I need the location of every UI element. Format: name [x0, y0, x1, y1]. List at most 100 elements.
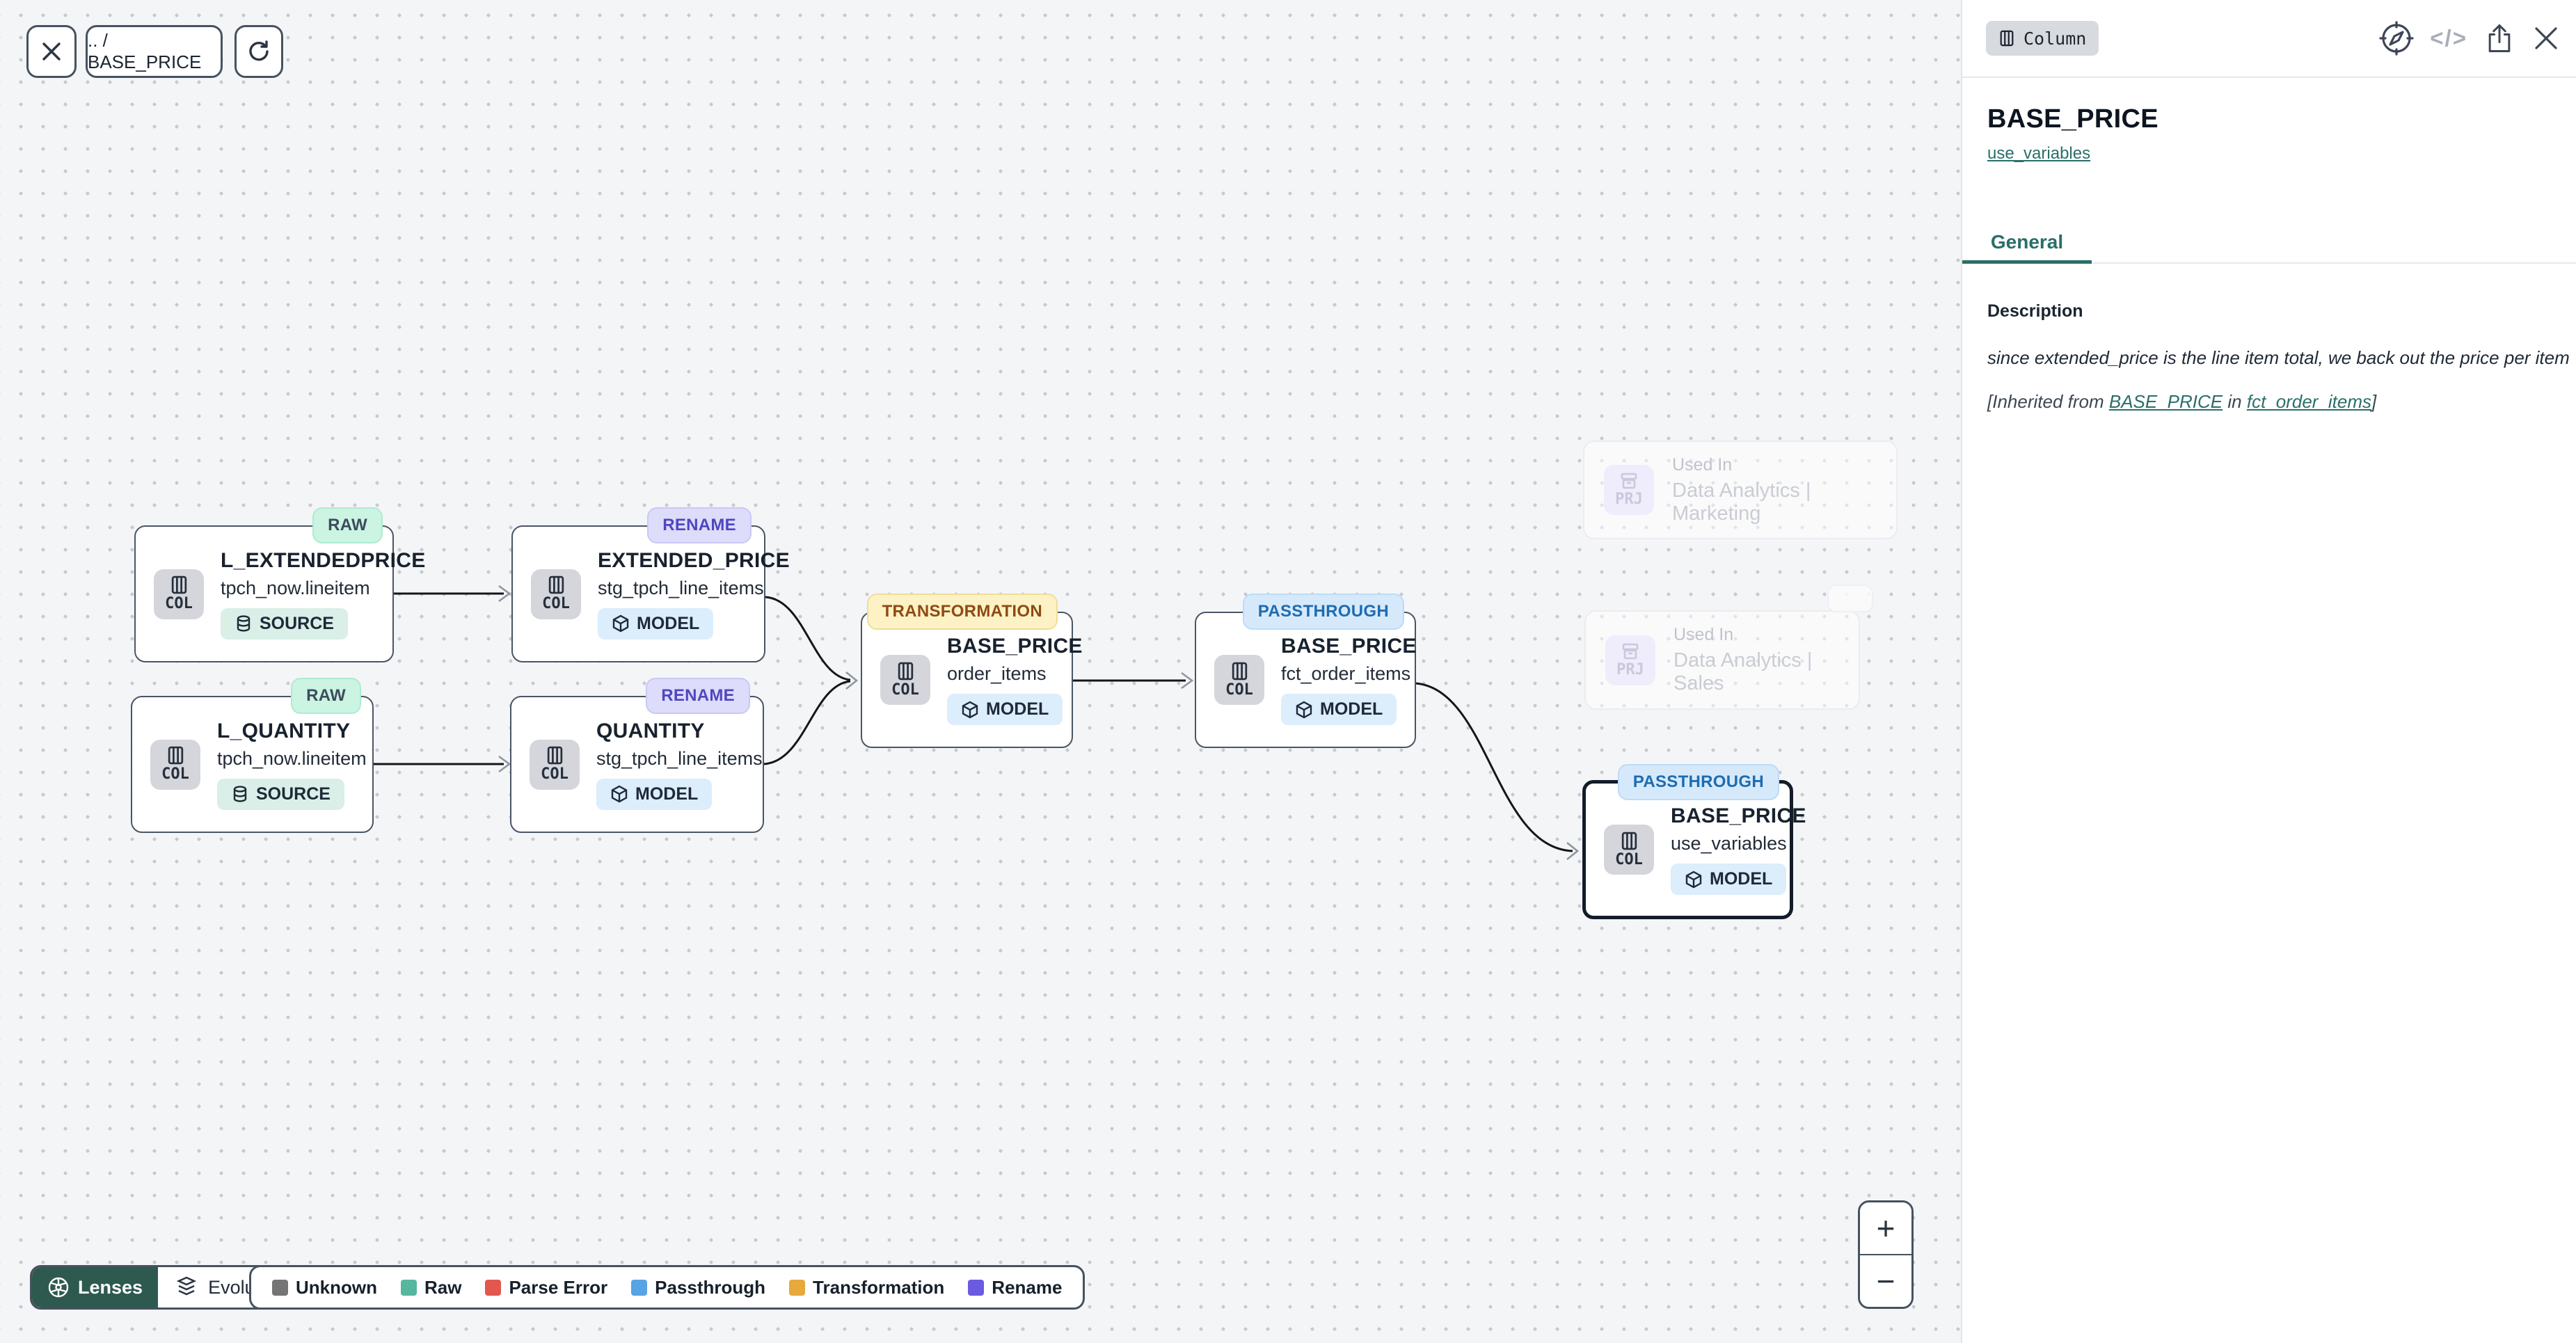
node-subtitle: stg_tpch_line_items [596, 747, 763, 769]
cube-icon [962, 701, 978, 718]
edge-arrowhead-icon [1566, 841, 1580, 861]
edge-arrowhead-icon [498, 585, 511, 603]
columns-icon [168, 746, 183, 765]
column-type-box: COL [1604, 825, 1654, 875]
refresh-icon [249, 40, 269, 61]
used-in-name: Data Analytics | Sales [1673, 649, 1813, 694]
model-chip: MODEL [596, 778, 713, 810]
model-link[interactable]: use_variables [1987, 144, 2091, 163]
database-icon [237, 615, 251, 632]
close-panel-button[interactable] [2531, 24, 2561, 53]
column-type-box: COL [531, 569, 581, 619]
tab-general[interactable]: General [1962, 223, 2092, 264]
ghost-badge [1827, 585, 1873, 612]
used-in-node-marketing[interactable]: PRJ Used In Data Analytics | Marketing [1583, 440, 1898, 539]
node-subtitle: fct_order_items [1281, 663, 1411, 684]
legend-swatch [485, 1279, 502, 1296]
lineage-node-l-extendedprice[interactable]: RAW COL L_EXTENDEDPRICE tpch_now.lineite… [134, 507, 425, 662]
edge-arrowhead-icon [498, 755, 511, 773]
node-title: BASE_PRICE [947, 635, 1083, 658]
minus-icon: − [1876, 1263, 1895, 1299]
lineage-kind-badge: PASSTHROUGH [1242, 594, 1404, 630]
detail-panel: Column </> BASE_PRICE use_variables Gene… [1961, 0, 2576, 1343]
refresh-button[interactable] [234, 25, 283, 78]
column-type-box: COL [1214, 655, 1264, 705]
source-chip: SOURCE [221, 607, 348, 639]
view-code-button[interactable]: </> [2430, 25, 2467, 51]
node-title: BASE_PRICE [1671, 804, 1806, 827]
share-button[interactable] [2483, 22, 2516, 55]
lineage-kind-badge: PASSTHROUGH [1617, 764, 1779, 800]
legend-swatch [968, 1279, 985, 1296]
detail-panel-header: Column </> [1962, 0, 2576, 78]
lineage-node-l-quantity[interactable]: RAW COL L_QUANTITY tpch_now.lineitem SOU… [131, 678, 374, 833]
lineage-node-extended-price[interactable]: RENAME COL EXTENDED_PRICE stg_tpch_line_… [511, 507, 790, 662]
panel-tabs: General [1962, 223, 2576, 264]
used-in-name: Data Analytics | Marketing [1672, 479, 1811, 525]
edge [763, 680, 851, 765]
lineage-node-base-price-order-items[interactable]: TRANSFORMATION COL BASE_PRICE order_item… [861, 594, 1082, 748]
lineage-legend: Unknown Raw Parse Error Passthrough Tran… [249, 1265, 1086, 1310]
columns-icon [548, 575, 564, 594]
columns-icon [2000, 30, 2014, 47]
source-chip: SOURCE [217, 778, 344, 810]
project-icon [1621, 472, 1637, 489]
code-icon: </> [2430, 25, 2467, 51]
zoom-controls: + − [1858, 1200, 1914, 1309]
column-type-box: COL [154, 569, 204, 619]
lineage-kind-badge: RAW [291, 678, 361, 714]
breadcrumb-button[interactable]: .. / BASE_PRICE [86, 25, 223, 78]
zoom-out-button[interactable]: − [1860, 1255, 1911, 1307]
columns-icon [1621, 832, 1637, 850]
panel-content: Description since extended_price is the … [1962, 264, 2576, 413]
legend-swatch [789, 1279, 806, 1296]
node-subtitle: tpch_now.lineitem [217, 747, 367, 769]
model-chip: MODEL [1281, 694, 1397, 725]
lenses-button[interactable]: Lenses [32, 1267, 159, 1308]
legend-swatch [401, 1279, 417, 1296]
page-title: BASE_PRICE [1987, 104, 2158, 134]
project-type-box: PRJ [1604, 465, 1654, 515]
node-title: BASE_PRICE [1281, 635, 1417, 658]
zoom-in-button[interactable]: + [1860, 1202, 1911, 1255]
cube-icon [1296, 701, 1312, 718]
node-subtitle: order_items [947, 663, 1047, 684]
columns-icon [171, 575, 186, 594]
lineage-kind-badge: RENAME [646, 678, 750, 714]
legend-swatch [631, 1279, 648, 1296]
database-icon [233, 786, 247, 802]
legend-item: Raw [401, 1277, 461, 1298]
column-type-box: COL [530, 739, 580, 790]
used-in-node-sales[interactable]: PRJ Used In Data Analytics | Sales [1584, 610, 1860, 710]
cube-icon [612, 614, 629, 633]
breadcrumb: .. / BASE_PRICE [88, 30, 202, 72]
edge-arrowhead-icon [1181, 672, 1194, 690]
close-icon [2535, 27, 2557, 49]
aperture-icon [48, 1277, 69, 1298]
lineage-kind-badge: RAW [312, 507, 383, 543]
inherited-column-link[interactable]: BASE_PRICE [2108, 391, 2223, 413]
inherited-model-link[interactable]: fct_order_items [2246, 391, 2372, 413]
project-type-box: PRJ [1605, 635, 1655, 685]
node-title: L_QUANTITY [217, 719, 351, 742]
node-subtitle: stg_tpch_line_items [598, 577, 764, 598]
edge [1415, 682, 1573, 852]
cube-icon [1685, 871, 1702, 888]
columns-icon [547, 746, 562, 765]
legend-item: Transformation [789, 1277, 944, 1298]
legend-item: Rename [968, 1277, 1062, 1298]
edge-arrowhead-icon [845, 671, 859, 690]
lineage-node-base-price-fct-order-items[interactable]: PASSTHROUGH COL BASE_PRICE fct_order_ite… [1195, 594, 1417, 748]
columns-icon [1232, 662, 1247, 680]
explore-button[interactable] [2378, 20, 2415, 56]
plus-icon: + [1876, 1210, 1895, 1246]
lineage-node-base-price-use-variables[interactable]: PASSTHROUGH COL BASE_PRICE use_variables… [1582, 764, 1806, 919]
close-lineage-button[interactable] [26, 25, 77, 78]
close-icon [42, 42, 61, 61]
column-type-box: COL [880, 655, 930, 705]
lineage-node-quantity[interactable]: RENAME COL QUANTITY stg_tpch_line_items … [510, 678, 764, 833]
model-chip: MODEL [598, 607, 714, 639]
description-label: Description [1987, 301, 2083, 321]
lineage-canvas[interactable]: .. / BASE_PRICE PRJ Used In Data Analyti… [0, 0, 1961, 1343]
node-subtitle: use_variables [1671, 833, 1787, 854]
